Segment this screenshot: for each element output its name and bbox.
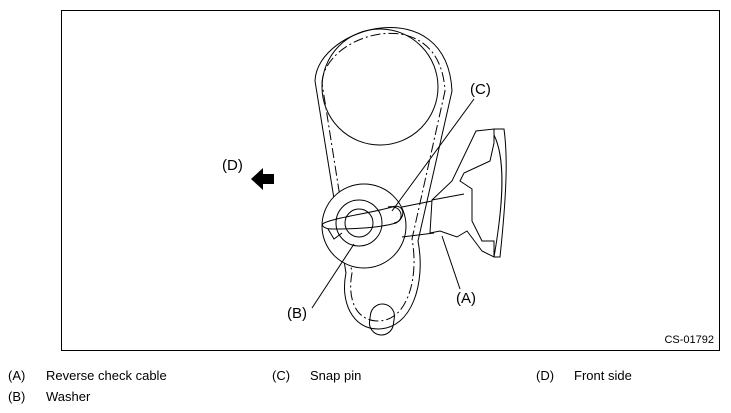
leader-line-c	[391, 98, 475, 212]
callout-a: (A)	[456, 290, 476, 307]
cable-sheath	[493, 134, 503, 258]
washer-shape	[321, 183, 407, 269]
callout-c: (C)	[470, 81, 491, 98]
cable-end-fitting	[429, 128, 495, 258]
callout-d: (D)	[222, 157, 243, 174]
legend-item-c: (C) Snap pin	[272, 368, 472, 384]
figure-code: CS-01792	[664, 334, 714, 346]
diagram-frame: (C) (D) (B) (A) CS-01792	[61, 10, 720, 351]
legend-text: Reverse check cable	[46, 368, 167, 383]
cable-rod	[401, 200, 435, 238]
lever-dashed-outline	[321, 32, 446, 322]
legend-key: (D)	[536, 368, 555, 383]
callout-b: (B)	[287, 305, 307, 322]
legend-key: (A)	[8, 368, 26, 383]
legend-item-a: (A) Reverse check cable	[8, 368, 248, 384]
lever-lower-slot	[368, 303, 395, 336]
front-side-arrow-icon	[251, 168, 274, 190]
legend-item-d: (D) Front side	[536, 368, 716, 384]
legend-text: Snap pin	[310, 368, 362, 383]
legend-key: (B)	[8, 389, 26, 404]
leader-line-b	[311, 243, 355, 309]
lever-upper-hole	[321, 28, 439, 146]
legend-key: (C)	[272, 368, 291, 383]
legend-text: Washer	[46, 389, 91, 404]
reverse-check-cable-drawing	[251, 27, 507, 336]
leader-line-a	[441, 235, 461, 290]
lever-outline	[314, 27, 453, 330]
legend-text: Front side	[574, 368, 632, 383]
legend-item-b: (B) Washer	[8, 389, 248, 405]
